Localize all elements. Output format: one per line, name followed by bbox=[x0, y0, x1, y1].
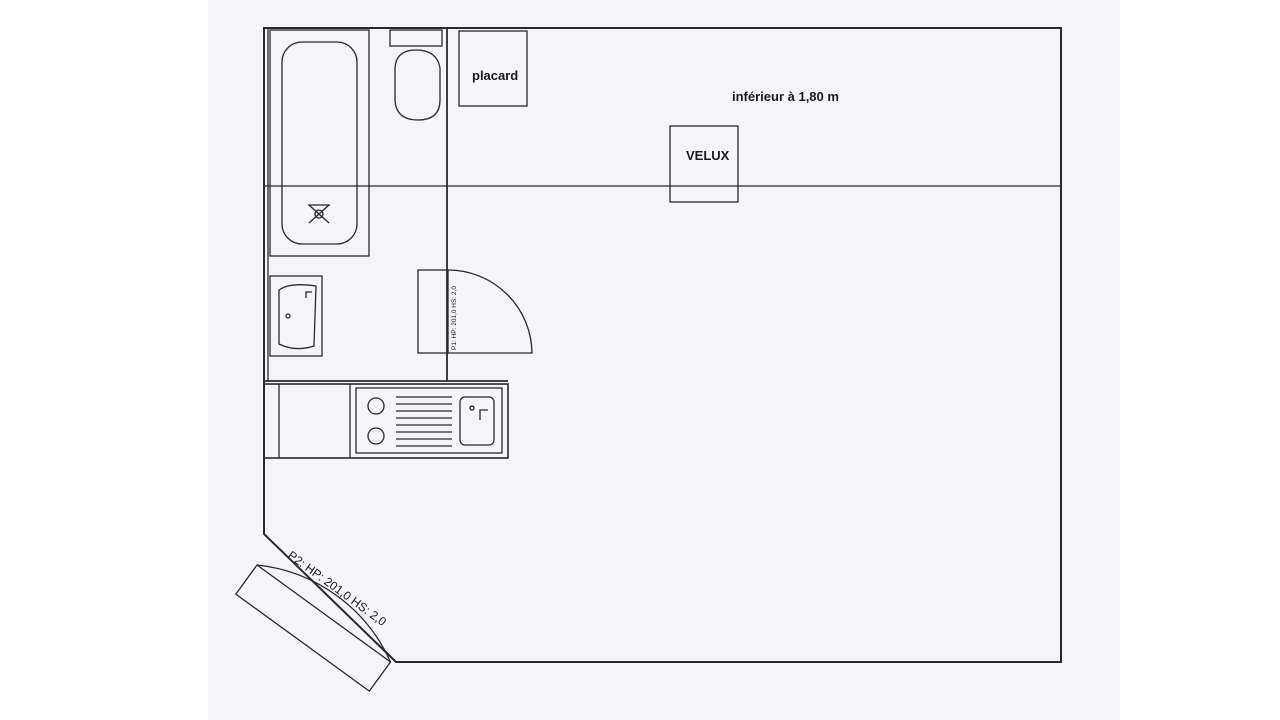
height-note-label: inférieur à 1,80 m bbox=[732, 89, 839, 104]
outer-wall bbox=[263, 27, 1062, 663]
skylight-label: VELUX bbox=[686, 148, 730, 163]
skylight-box bbox=[669, 125, 739, 203]
door-p1 bbox=[417, 269, 533, 354]
door-p2 bbox=[234, 564, 392, 693]
washbasin bbox=[269, 275, 323, 357]
door-p1-label: P1: HP: 201,0 HS: 2,0 bbox=[451, 286, 458, 350]
closet-label: placard bbox=[472, 68, 518, 83]
toilet bbox=[389, 29, 443, 121]
door-p2-label: P2: HP: 201,0 HS: 2,0 bbox=[285, 548, 389, 629]
scanned-page bbox=[208, 0, 1120, 720]
kitchen-unit bbox=[263, 380, 509, 459]
closet-box bbox=[458, 30, 528, 107]
bathtub bbox=[269, 29, 370, 257]
